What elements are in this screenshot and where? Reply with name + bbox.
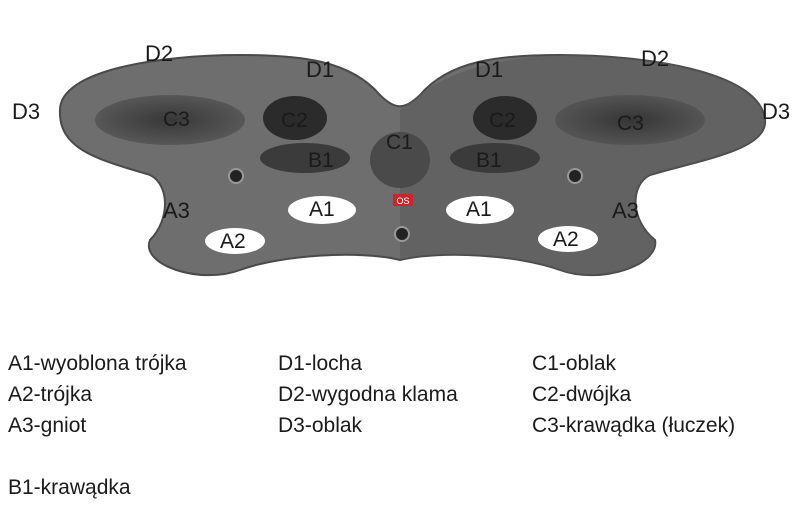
label-c2-right: C2 [489,109,516,132]
legend-column-d: D1-locha D2-wygodna klama D3-oblak [278,348,458,441]
label-b1-left: B1 [308,149,334,172]
label-a3-left: A3 [163,198,190,223]
label-d3-left: D3 [12,99,41,124]
hold-a2-left [205,228,265,254]
brand-logo [393,194,413,206]
bolt-hole-center [394,226,410,242]
label-c3-left: C3 [163,108,190,131]
hold-a1-left [288,196,356,224]
legend-item-b1: B1-krawądka [8,476,131,499]
legend-item-d3: D3-oblak [278,414,363,437]
edge-b1-right [450,143,540,173]
label-a3-right: A3 [612,198,639,223]
pocket-c3-left [95,95,245,145]
legend-column-c: C1-oblak C2-dwójka C3-krawądka (łuczek) [532,348,735,441]
legend-item-a3: A3-gniot [8,414,87,437]
legend-item-d2: D2-wygodna klama [278,383,458,406]
legend-item-c2: C2-dwójka [532,383,632,406]
hangboard-diagram: OS [58,53,767,277]
label-d2-right: D2 [641,46,670,71]
legend-column-a: A1-wyoblona trójka A2-trójka A3-gniot [8,348,187,441]
label-a2-right: A2 [553,228,579,251]
label-b1-right: B1 [476,149,502,172]
legend-item-a1: A1-wyoblona trójka [8,352,187,375]
brand-logo-text: OS [396,196,409,206]
legend-item-c1: C1-oblak [532,352,617,375]
label-a2-left: A2 [220,230,246,253]
label-c2-left: C2 [281,109,308,132]
pocket-c3-right [555,95,705,145]
pocket-c1 [370,132,430,188]
legend-item-a2: A2-trójka [8,383,93,406]
label-a1-right: A1 [466,198,492,221]
bolt-hole-left [228,168,244,184]
label-d1-left: D1 [306,57,335,82]
hold-a1-right [446,196,514,224]
label-c3-right: C3 [617,112,644,135]
label-c1: C1 [386,131,413,154]
label-d3-right: D3 [762,99,791,124]
label-a1-left: A1 [309,198,335,221]
legend-item-d1: D1-locha [278,352,363,375]
edge-b1-left [260,143,350,173]
bolt-hole-right [567,168,583,184]
pocket-c2-left [263,96,327,140]
legend-item-c3: C3-krawądka (łuczek) [532,414,736,437]
label-d1-right: D1 [475,57,504,82]
hold-a2-right [538,226,598,252]
label-d2-left: D2 [145,41,174,66]
pocket-c2-right [473,96,537,140]
